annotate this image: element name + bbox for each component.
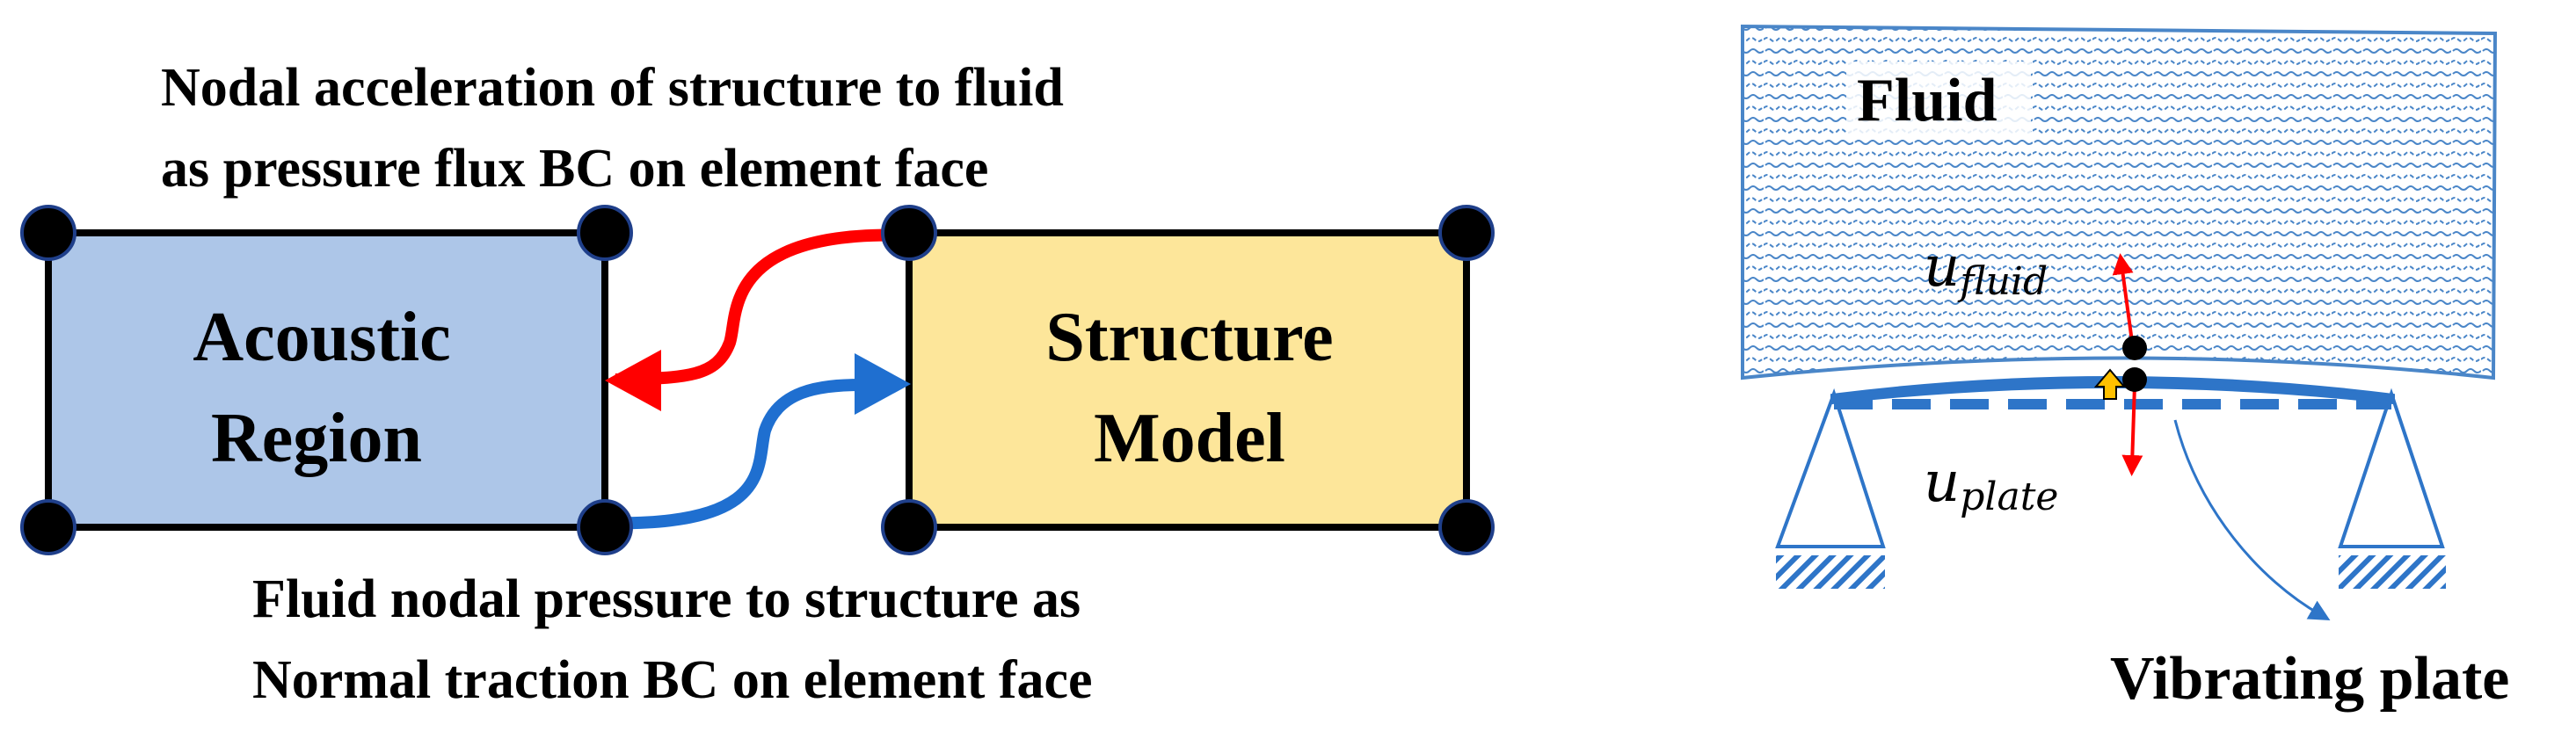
blue-coupling-arrow [602, 379, 862, 530]
right-support-ground [2339, 555, 2446, 589]
acoustic-region-box [45, 229, 608, 531]
u-fluid-base: u [1924, 235, 1960, 300]
top-caption-line1: Nodal acceleration of structure to fluid [161, 58, 1064, 118]
node [577, 499, 633, 555]
red-coupling-arrow [615, 228, 912, 386]
fluid-node [2122, 336, 2147, 360]
bottom-caption-line2: Normal traction BC on element face [252, 650, 1093, 710]
node [881, 205, 937, 261]
fluid-label-backdrop [1846, 62, 2031, 136]
node [20, 205, 76, 261]
node [1438, 205, 1495, 261]
red-arrow-head [605, 350, 661, 411]
fluid-label: Fluid [1857, 67, 1997, 134]
structure-model-box [906, 229, 1470, 531]
structure-box-line2: Model [1094, 400, 1285, 477]
u-plate-label: uplate [1924, 450, 2058, 519]
left-support-ground [1776, 555, 1885, 589]
acoustic-box-line1: Acoustic [193, 299, 450, 376]
node [1438, 499, 1495, 555]
u-plate-arrow [2121, 384, 2143, 476]
blue-arrow-head [855, 353, 911, 415]
element-nodes [20, 205, 1495, 555]
right-support [2338, 388, 2445, 548]
left-support [1775, 388, 1886, 548]
node [20, 499, 76, 555]
vibrating-plate [1830, 376, 2395, 405]
node [881, 499, 937, 555]
acoustic-box-line2: Region [211, 400, 422, 477]
plate-motion-arrow [2093, 368, 2127, 400]
vibrating-plate-caption: Vibrating plate [2110, 645, 2509, 713]
u-plate-base: u [1924, 450, 1960, 515]
u-fluid-arrow [2112, 253, 2135, 349]
top-caption-line2: as pressure flux BC on element face [161, 139, 988, 199]
plate-node [2122, 367, 2147, 392]
u-fluid-label: ufluid [1924, 235, 2048, 304]
u-fluid-subscript: fluid [1957, 259, 2048, 304]
node [577, 205, 633, 261]
bottom-caption-line1: Fluid nodal pressure to structure as [252, 569, 1081, 629]
structure-box-line1: Structure [1045, 299, 1333, 376]
plate-leader-line [2173, 419, 2331, 620]
u-plate-subscript: plate [1960, 475, 2058, 519]
